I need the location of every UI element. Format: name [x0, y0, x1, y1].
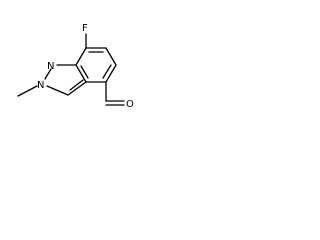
structure-drawing: F N N O	[17, 23, 134, 110]
double-bond-c3a-c7a	[80, 65, 89, 79]
bond-c6-c5	[105, 47, 117, 66]
bond-c3a-c7a	[75, 64, 87, 83]
bond-n1-n2	[44, 68, 52, 80]
nitrogen-label-2: N	[37, 80, 44, 91]
nitrogen-label-1: N	[47, 61, 54, 72]
bond-c5-c4	[105, 64, 117, 83]
double-bond-c5-c4	[102, 64, 112, 79]
bond-n2-methyl	[17, 85, 38, 97]
bond-n2-c3	[46, 85, 69, 96]
fluorine-label: F	[82, 23, 88, 34]
bond-c7a-c7	[75, 47, 87, 66]
molecule-diagram: F N N O	[0, 0, 182, 124]
oxygen-label: O	[126, 99, 134, 110]
bond-c3-c3a	[67, 81, 87, 96]
double-bond-c3-c3a	[69, 79, 84, 91]
